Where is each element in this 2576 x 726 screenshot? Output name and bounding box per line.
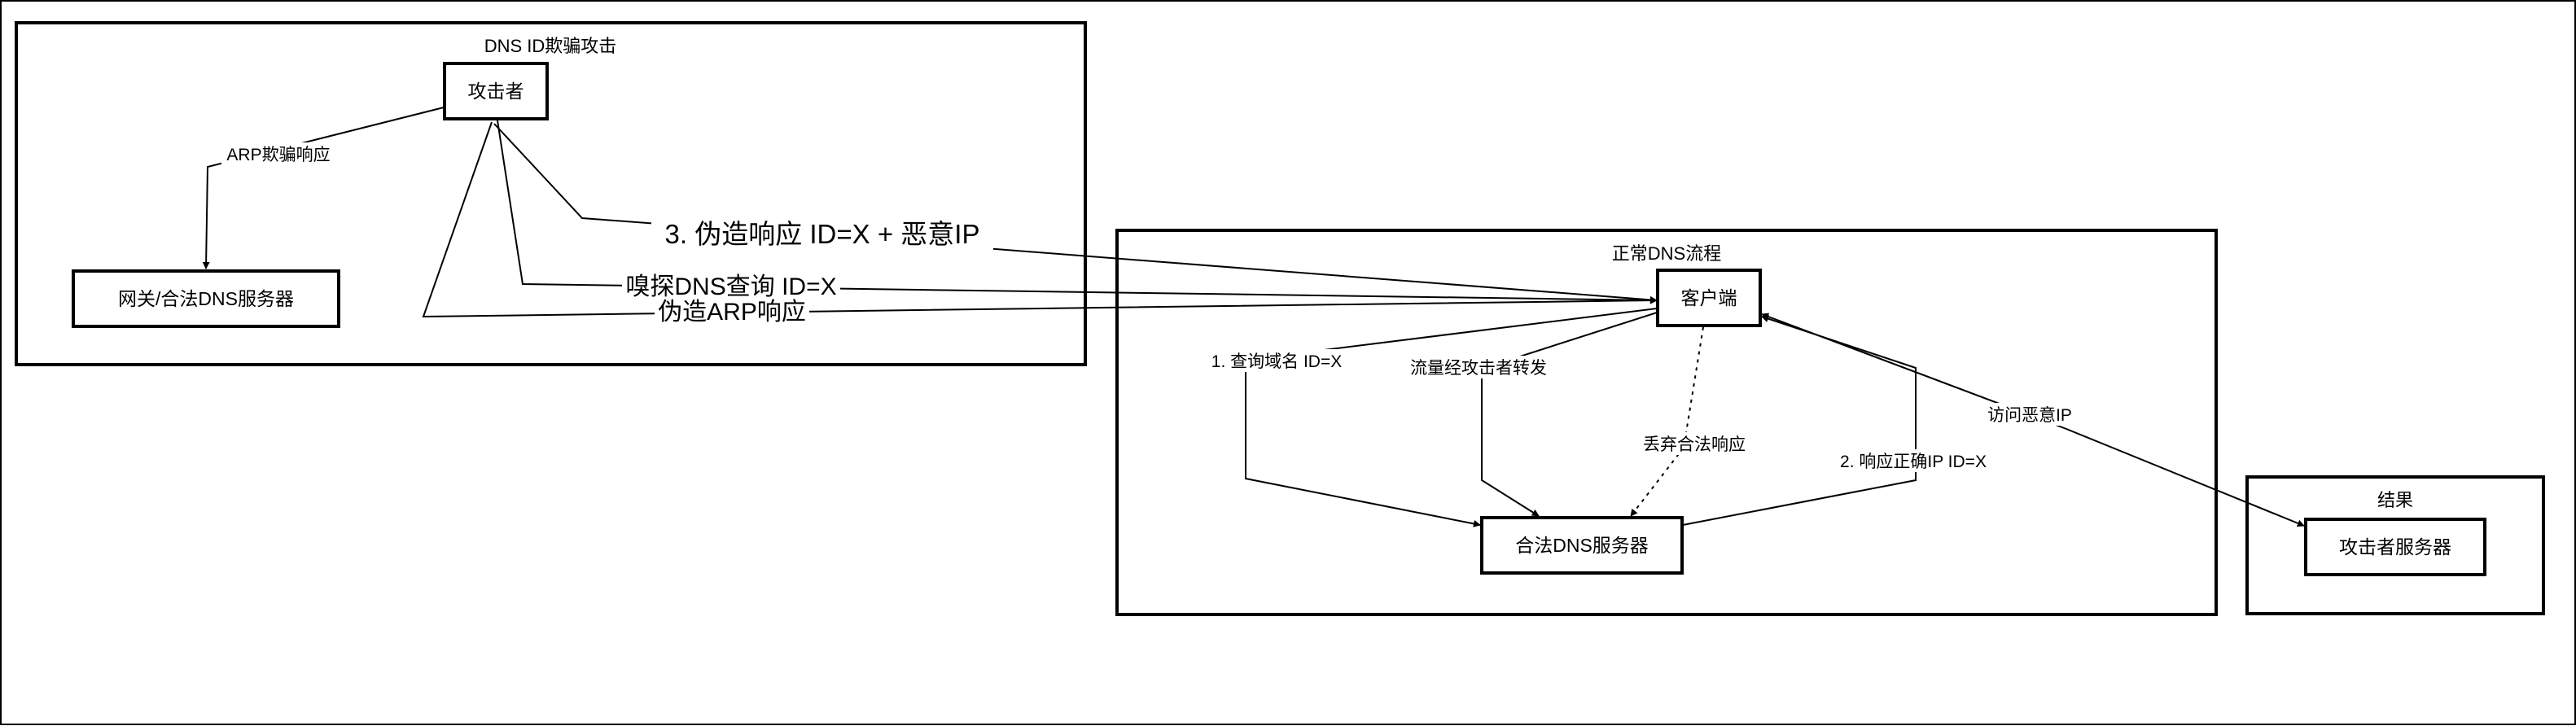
edge-arp-spoof-response xyxy=(202,107,445,269)
svg-text:丢弃合法响应: 丢弃合法响应 xyxy=(1643,435,1746,454)
label-forge-response: 3. 伪造响应 ID=X + 恶意IP xyxy=(651,215,993,251)
label-visit-malicious: 访问恶意IP xyxy=(1984,403,2075,426)
svg-text:访问恶意IP: 访问恶意IP xyxy=(1987,406,2072,425)
node-gateway: 网关/合法DNS服务器 xyxy=(72,269,340,328)
group-result: 结果 xyxy=(2245,475,2545,615)
label-traffic-forwarded: 流量经攻击者转发 xyxy=(1406,356,1551,378)
svg-text:3. 伪造响应 ID=X + 恶意IP: 3. 伪造响应 ID=X + 恶意IP xyxy=(665,219,980,249)
label-arp-spoof-response: ARP欺骗响应 xyxy=(221,142,335,165)
node-attacker-server-label: 攻击者服务器 xyxy=(2339,536,2451,558)
svg-text:2. 响应正确IP ID=X: 2. 响应正确IP ID=X xyxy=(1840,453,1987,471)
node-legit-dns-label: 合法DNS服务器 xyxy=(1515,535,1649,556)
svg-text:伪造ARP响应: 伪造ARP响应 xyxy=(658,299,806,326)
group-result-title: 结果 xyxy=(2377,490,2413,510)
node-attacker: 攻击者 xyxy=(443,62,549,120)
group-normal-title: 正常DNS流程 xyxy=(1612,243,1721,264)
edge-sniff-query xyxy=(497,120,1658,304)
node-client: 客户端 xyxy=(1656,269,1762,327)
edge-visit-malicious xyxy=(1761,313,2305,527)
node-legit-dns: 合法DNS服务器 xyxy=(1480,516,1684,575)
svg-text:嗅探DNS查询 ID=X: 嗅探DNS查询 ID=X xyxy=(625,273,836,300)
svg-text:流量经攻击者转发: 流量经攻击者转发 xyxy=(1410,359,1547,378)
edge-correct-response xyxy=(1682,315,1917,526)
edge-discard-response xyxy=(1630,326,1704,517)
edge-query-domain xyxy=(1245,308,1658,527)
node-gateway-label: 网关/合法DNS服务器 xyxy=(118,288,294,309)
edge-traffic-forwarded xyxy=(1481,312,1658,517)
group-attack-title: DNS ID欺骗攻击 xyxy=(484,36,617,56)
edge-forge-arp xyxy=(422,121,1658,318)
label-sniff-query: 嗅探DNS查询 ID=X xyxy=(622,271,840,300)
label-discard-response: 丢弃合法响应 xyxy=(1639,432,1750,455)
node-attacker-label: 攻击者 xyxy=(468,81,524,102)
svg-text:1. 查询域名 ID=X: 1. 查询域名 ID=X xyxy=(1211,352,1342,371)
label-query-domain: 1. 查询域名 ID=X xyxy=(1203,349,1350,372)
node-client-label: 客户端 xyxy=(1681,287,1737,308)
label-correct-response: 2. 响应正确IP ID=X xyxy=(1833,449,1993,472)
node-attacker-server: 攻击者服务器 xyxy=(2304,518,2486,576)
label-forge-arp: 伪造ARP响应 xyxy=(655,297,809,326)
svg-text:ARP欺骗响应: ARP欺骗响应 xyxy=(226,146,330,164)
group-attack: DNS ID欺骗攻击 xyxy=(15,21,1087,366)
